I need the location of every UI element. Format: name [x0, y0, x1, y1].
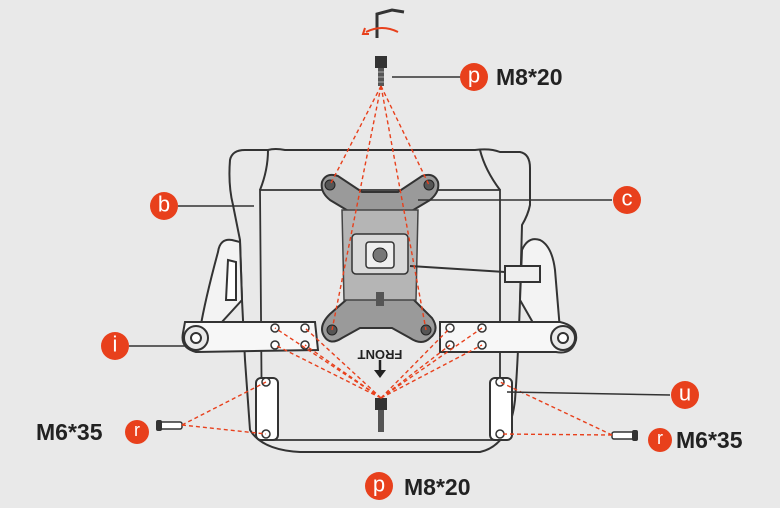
callout-r-right: r M6*35 — [648, 427, 743, 453]
badge-letter: i — [113, 332, 118, 357]
badge-letter: p — [373, 472, 385, 497]
callout-p-top: p M8*20 — [460, 63, 562, 91]
top-guide-lines — [329, 85, 430, 331]
spec-label: M8*20 — [404, 474, 470, 500]
badge-letter: c — [622, 186, 633, 211]
badge-i — [101, 332, 129, 360]
spec-label: M6*35 — [676, 427, 743, 453]
callout-r-left: M6*35 r — [36, 419, 149, 445]
mounting-plate — [320, 173, 506, 343]
left-screw — [156, 420, 183, 431]
badge-letter: r — [134, 420, 140, 440]
leader-lines — [129, 76, 671, 396]
front-marking: FRONT — [358, 347, 403, 378]
spec-label: M8*20 — [496, 64, 562, 90]
callout-c: c — [613, 186, 641, 214]
badge-p-bottom — [365, 472, 393, 500]
hex-key-icon — [361, 8, 405, 38]
badge-p-top — [460, 63, 488, 91]
badge-letter: p — [468, 63, 480, 88]
callout-p-bottom: p M8*20 — [365, 472, 470, 500]
side-guide-lines — [181, 381, 613, 436]
bottom-guide-lines — [274, 327, 483, 399]
badge-r-left — [125, 420, 149, 444]
right-armrest-arm — [439, 238, 578, 354]
top-bolt — [375, 56, 387, 86]
badge-letter: u — [679, 381, 691, 406]
front-text: FRONT — [358, 347, 403, 362]
badge-letter: r — [657, 428, 663, 448]
left-armrest-arm — [181, 238, 320, 354]
badge-c — [613, 186, 641, 214]
badge-letter: b — [158, 192, 170, 217]
badge-b — [150, 192, 178, 220]
badge-r-right — [648, 428, 672, 452]
badge-u — [671, 381, 699, 409]
callout-u: u — [671, 381, 699, 409]
spec-label: M6*35 — [36, 419, 103, 445]
right-screw — [611, 430, 638, 441]
callout-i: i — [101, 332, 129, 360]
callout-b: b — [150, 192, 178, 220]
bottom-bolt — [375, 398, 387, 432]
